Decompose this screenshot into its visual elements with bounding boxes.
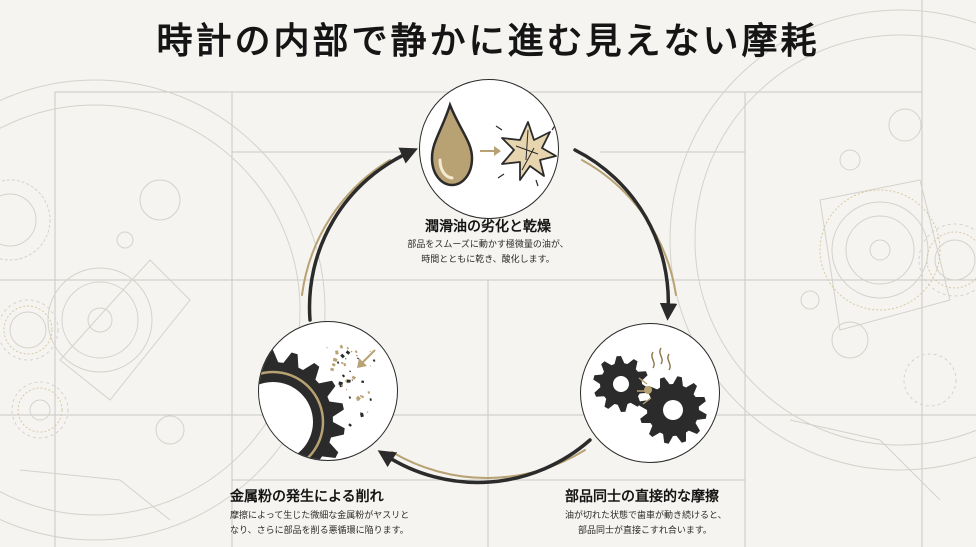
node-oil-title: 潤滑油の劣化と乾燥 xyxy=(425,219,551,235)
node-metal-desc-line2: なり、さらに部品を削る悪循環に陥ります。 xyxy=(230,526,409,536)
node-friction-desc-line1: 油が切れた状態で歯車が動き続けると、 xyxy=(565,511,727,521)
oil-drop-icon xyxy=(430,101,474,187)
node-oil-desc-line2: 時間とともに乾き、酸化します。 xyxy=(421,255,555,265)
node-friction-desc-line2: 部品同士が直接こすれ合います。 xyxy=(578,526,712,536)
arrow-friction-to-metal xyxy=(377,438,592,485)
gears-icon xyxy=(593,356,707,444)
node-metal-illustration xyxy=(258,321,398,461)
node-metal-desc-line1: 摩擦によって生じた微細な金属粉がヤスリと xyxy=(230,511,410,521)
node-oil-illustration xyxy=(419,79,559,219)
node-friction-title: 部品同士の直接的な摩擦 xyxy=(565,489,719,505)
gear-dust-icon xyxy=(259,344,376,460)
arrow-down-left-icon xyxy=(357,349,376,368)
arrow-right-icon xyxy=(480,146,501,156)
arrow-metal-to-oil xyxy=(307,147,418,322)
page-title: 時計の内部で静かに進む見えない摩耗 xyxy=(156,20,820,62)
node-oil-desc-line1: 部品をスムーズに動かす極微量の油が、 xyxy=(407,240,569,250)
node-friction-illustration xyxy=(580,323,720,463)
dried-oil-icon xyxy=(495,121,558,187)
arrow-oil-to-friction xyxy=(573,148,678,321)
node-metal-title: 金属粉の発生による削れ xyxy=(230,489,384,505)
heat-lines-icon xyxy=(651,347,671,371)
